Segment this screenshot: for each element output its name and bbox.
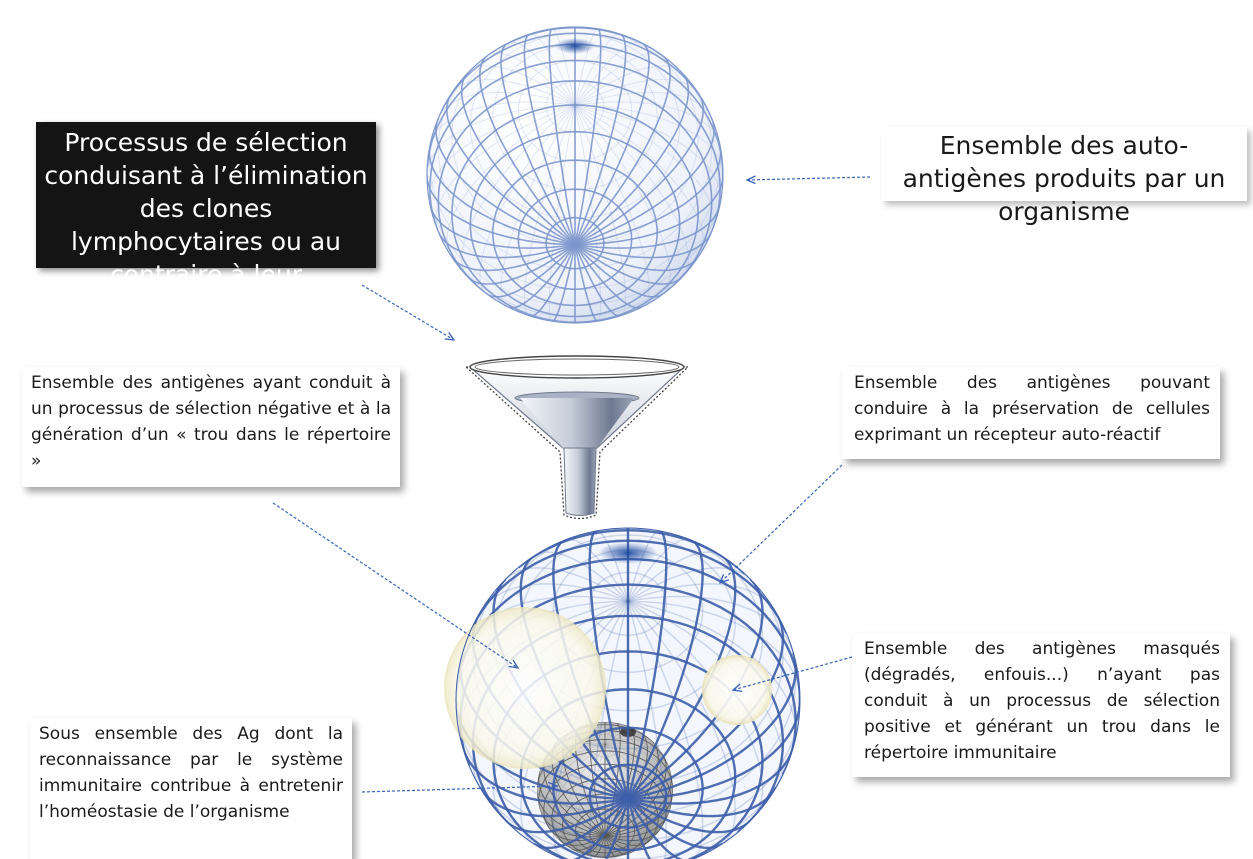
- bottom-sphere: [444, 527, 801, 859]
- masked-antigens-label: Ensemble des antigènes masqués (dégradés…: [864, 639, 1220, 763]
- arrow-to-masked-hole: [733, 656, 853, 690]
- arrow-to-bottom-sphere: [720, 464, 843, 583]
- masked-antigen-hole: [702, 655, 772, 725]
- preservation-box: Ensemble des antigènes pouvant conduire …: [842, 367, 1220, 459]
- masked-antigens-box: Ensemble des antigènes masqués (dégradés…: [852, 633, 1230, 777]
- selection-process-label: Processus de sélection conduisant à l’él…: [44, 128, 368, 322]
- top-sphere: [426, 26, 724, 324]
- negative-selection-box: Ensemble des antigènes ayant conduit à u…: [22, 367, 400, 487]
- self-antigens-box: Ensemble des auto-antigènes produits par…: [881, 127, 1247, 226]
- arrow-to-top-sphere: [747, 177, 871, 180]
- selection-process-box: Processus de sélection conduisant à l’él…: [36, 122, 376, 322]
- negative-selection-label: Ensemble des antigènes ayant conduit à u…: [31, 373, 391, 471]
- homeostasis-subset-box: Sous ensemble des Ag dont la reconnaissa…: [30, 718, 352, 859]
- arrow-to-funnel: [361, 284, 454, 340]
- arrows: [272, 177, 871, 793]
- arrow-to-negative-hole: [272, 502, 518, 668]
- homeostasis-subset-label: Sous ensemble des Ag dont la reconnaissa…: [39, 724, 343, 822]
- funnel: [464, 355, 690, 520]
- self-antigens-label: Ensemble des auto-antigènes produits par…: [902, 131, 1226, 226]
- arrow-to-inner-sphere: [361, 786, 557, 793]
- negative-selection-hole: [444, 607, 606, 769]
- preservation-label: Ensemble des antigènes pouvant conduire …: [854, 373, 1210, 445]
